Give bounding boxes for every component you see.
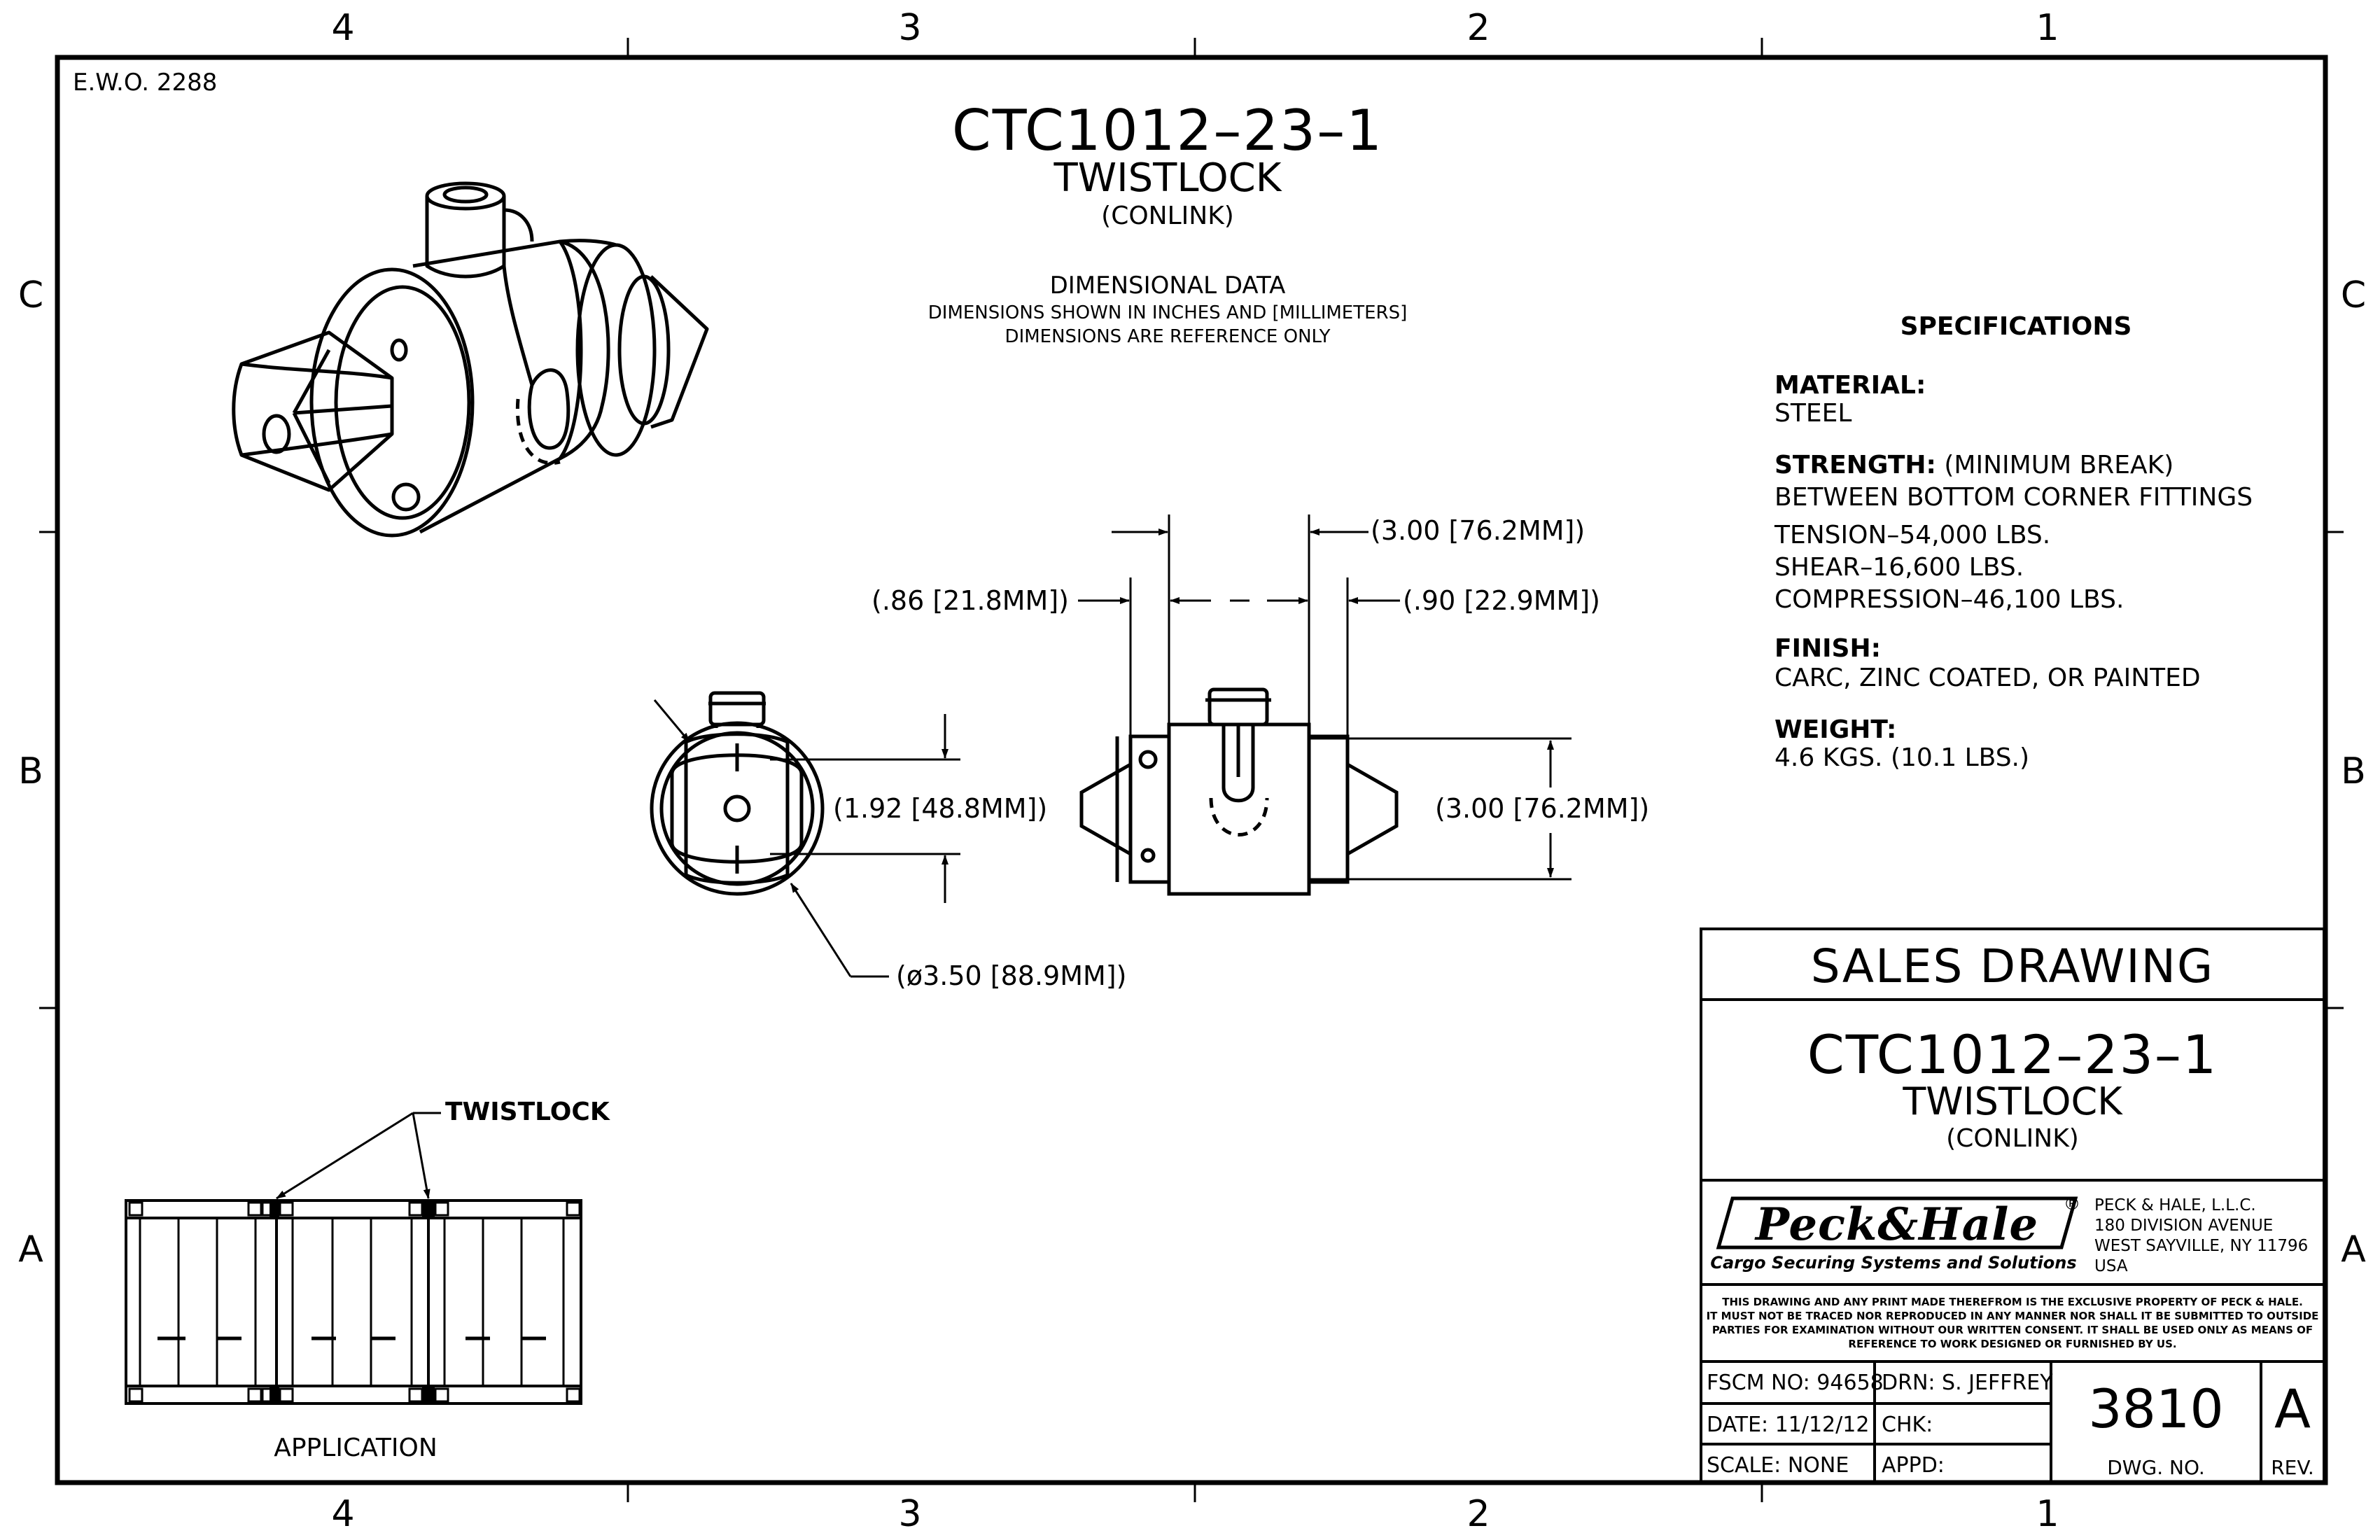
- ewo-number: E.W.O. 2288: [73, 69, 218, 97]
- zone-bottom-4: 4: [331, 1493, 355, 1535]
- dimensional-note-line2: DIMENSIONS ARE REFERENCE ONLY: [1004, 326, 1331, 347]
- zone-top-1: 1: [2036, 7, 2059, 49]
- tb-approved: APPD:: [1882, 1453, 1945, 1478]
- zone-top-3: 3: [898, 7, 922, 49]
- side-view: [1079, 687, 1399, 896]
- drawing-frame: [55, 55, 2328, 1485]
- spec-strength-line: BETWEEN BOTTOM CORNER FITTINGS: [1774, 483, 2253, 512]
- peck-hale-logo-shape: [1716, 1196, 2078, 1250]
- dim-top-overall: (3.00 [76.2MM]): [1371, 515, 1586, 546]
- part-number-title: CTC1012–23–1: [951, 98, 1384, 163]
- tb-notice-line3: PARTIES FOR EXAMINATION WITHOUT OUR WRIT…: [1712, 1324, 2314, 1336]
- spec-weight-label: WEIGHT:: [1774, 715, 1897, 744]
- spec-finish-label: FINISH:: [1774, 634, 1881, 663]
- tb-part-subname: (CONLINK): [1946, 1124, 2079, 1153]
- tb-scale: SCALE: NONE: [1707, 1453, 1849, 1478]
- part-subname-title: (CONLINK): [1101, 202, 1234, 230]
- tb-part-name: TWISTLOCK: [1903, 1079, 2122, 1124]
- tb-drawn-by: DRN: S. JEFFREY: [1882, 1371, 2053, 1395]
- zone-top-4: 4: [331, 7, 355, 49]
- spec-weight-value: 4.6 KGS. (10.1 LBS.): [1774, 743, 2030, 772]
- tb-notice-line1: THIS DRAWING AND ANY PRINT MADE THEREFRO…: [1722, 1296, 2303, 1308]
- tb-checked: CHK:: [1882, 1413, 1933, 1437]
- dim-diameter: (ø3.50 [88.9MM]): [896, 960, 1127, 991]
- tb-notice-line4: REFERENCE TO WORK DESIGNED OR FURNISHED …: [1848, 1338, 2177, 1350]
- tb-drawing-number: 3810: [2088, 1378, 2224, 1440]
- dim-side-height: (3.00 [76.2MM]): [1435, 793, 1650, 824]
- tb-part-number: CTC1012–23–1: [1807, 1023, 2218, 1086]
- zone-left-b: B: [18, 750, 43, 792]
- tb-fscm: FSCM NO: 94658: [1707, 1371, 1884, 1395]
- title-block-grid: [1700, 927, 2325, 1483]
- tb-logo-tagline: Cargo Securing Systems and Solutions: [1710, 1253, 2077, 1273]
- dimensional-data-title: DIMENSIONAL DATA: [1049, 272, 1286, 300]
- spec-strength-note: (MINIMUM BREAK): [1944, 451, 2174, 479]
- tb-company-line4: USA: [2094, 1257, 2128, 1275]
- dimension-lines: [770, 514, 1572, 978]
- tb-revision-label: REV.: [2271, 1456, 2314, 1479]
- isometric-twistlock-view: [232, 181, 709, 538]
- dim-left-offset: (.86 [21.8MM]): [872, 585, 1069, 616]
- zone-bottom-1: 1: [2036, 1493, 2059, 1535]
- spec-strength-label: STRENGTH:: [1774, 451, 1936, 479]
- tb-logo-text: Peck&Hale: [1755, 1198, 2039, 1251]
- tb-logo-registered: ®: [2064, 1194, 2080, 1214]
- dim-end-height: (1.92 [48.8MM]): [833, 793, 1048, 824]
- zone-bottom-2: 2: [1466, 1493, 1490, 1535]
- spec-shear: SHEAR–16,600 LBS.: [1774, 553, 2024, 582]
- spec-compression: COMPRESSION–46,100 LBS.: [1774, 585, 2124, 614]
- spec-finish-value: CARC, ZINC COATED, OR PAINTED: [1774, 664, 2201, 692]
- tb-drawing-number-label: DWG. NO.: [2107, 1456, 2205, 1479]
- zone-right-a: A: [2341, 1228, 2366, 1270]
- application-callout-twistlock: TWISTLOCK: [445, 1098, 610, 1126]
- application-view: [125, 1112, 582, 1405]
- dimensional-note-line1: DIMENSIONS SHOWN IN INCHES AND [MILLIMET…: [927, 302, 1408, 323]
- zone-right-c: C: [2340, 274, 2367, 316]
- zone-top-2: 2: [1466, 7, 1490, 49]
- spec-material-value: STEEL: [1774, 399, 1852, 428]
- tb-revision: A: [2274, 1378, 2311, 1440]
- specifications-heading: SPECIFICATIONS: [1900, 312, 2132, 341]
- tb-date: DATE: 11/12/12: [1707, 1413, 1870, 1437]
- zone-left-c: C: [18, 274, 44, 316]
- spec-strength-row: STRENGTH: (MINIMUM BREAK): [1774, 449, 2174, 482]
- part-name-title: TWISTLOCK: [1054, 155, 1282, 201]
- tb-notice-line2: IT MUST NOT BE TRACED NOR REPRODUCED IN …: [1706, 1310, 2319, 1322]
- spec-tension: TENSION–54,000 LBS.: [1774, 521, 2051, 550]
- tb-sales-drawing: SALES DRAWING: [1810, 939, 2215, 993]
- application-caption: APPLICATION: [274, 1434, 438, 1462]
- tb-company-line1: PECK & HALE, L.L.C.: [2094, 1196, 2256, 1214]
- zone-bottom-3: 3: [898, 1493, 922, 1535]
- tb-company-line3: WEST SAYVILLE, NY 11796: [2094, 1237, 2309, 1255]
- zone-left-a: A: [18, 1228, 43, 1270]
- end-view: [650, 691, 825, 896]
- tb-company-line2: 180 DIVISION AVENUE: [2094, 1217, 2274, 1235]
- spec-material-label: MATERIAL:: [1774, 371, 1926, 400]
- dim-right-offset: (.90 [22.9MM]): [1403, 585, 1600, 616]
- zone-right-b: B: [2341, 750, 2366, 792]
